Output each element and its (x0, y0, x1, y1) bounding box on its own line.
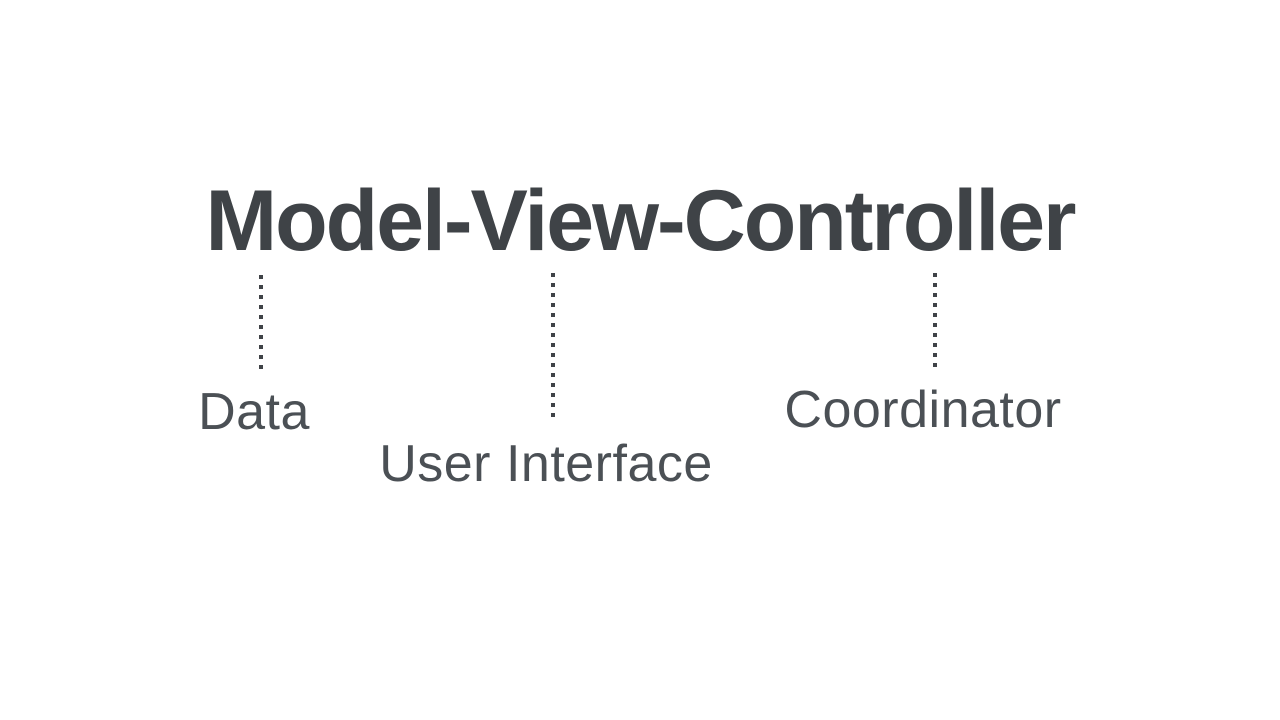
controller-part-label: Coordinator (784, 381, 1062, 439)
controller-connector-dotted-line (933, 273, 937, 371)
view-connector-dotted-line (551, 273, 555, 419)
model-part-label: Data (198, 383, 310, 441)
view-part-label: User Interface (379, 435, 713, 493)
model-connector-dotted-line (259, 275, 263, 371)
diagram-title: Model-View-Controller (205, 173, 1076, 269)
